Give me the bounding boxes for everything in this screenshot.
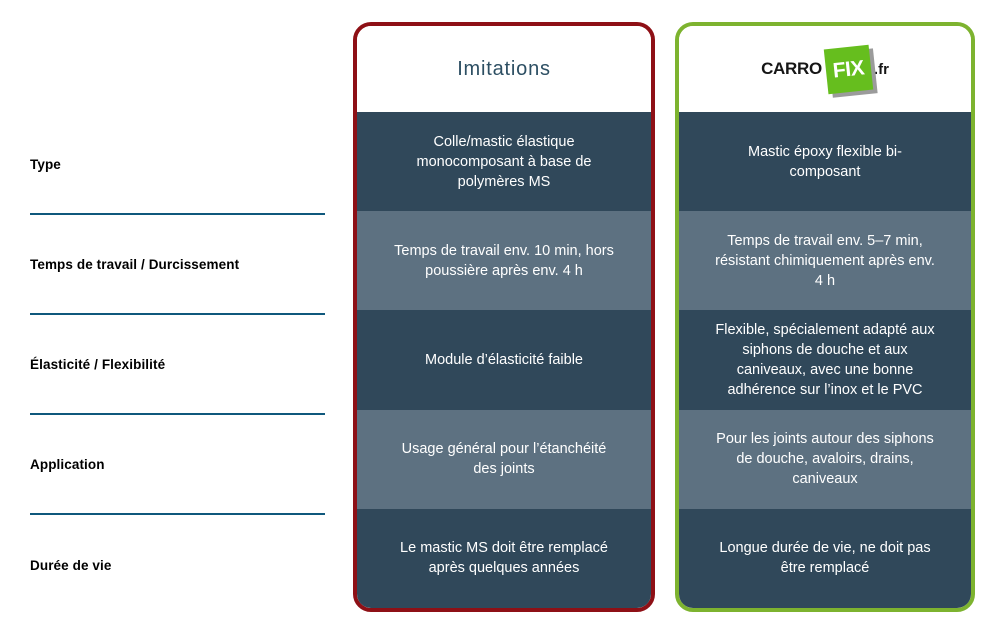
carrofix-cell-elasticite: Flexible, spécialement adapté aux siphon…	[679, 310, 971, 410]
row-label-type: Type	[30, 115, 325, 215]
carrofix-cell-temps: Temps de travail env. 5–7 min, résistant…	[679, 211, 971, 311]
row-label-elasticite: Élasticité / Flexibilité	[30, 315, 325, 415]
carrofix-card-header: CARRO FIX .fr	[679, 26, 971, 112]
imitations-cell-application: Usage général pour l’étanchéité des join…	[357, 409, 651, 509]
carrofix-cell-type: Mastic époxy flexible bi-composant	[679, 112, 971, 212]
imitations-card-header: Imitations	[357, 26, 651, 112]
row-label-text: Élasticité / Flexibilité	[30, 356, 166, 372]
imitations-cell-type: Colle/mastic élastique monocomposant à b…	[357, 112, 651, 212]
carrofix-cell-duree: Longue durée de vie, ne doit pas être re…	[679, 508, 971, 608]
row-label-text: Temps de travail / Durcissement	[30, 256, 240, 272]
imitations-cell-duree: Le mastic MS doit être remplacé après qu…	[357, 508, 651, 608]
row-label-column: Type Temps de travail / Durcissement Éla…	[30, 115, 325, 615]
row-label-text: Application	[30, 456, 105, 472]
row-label-text: Type	[30, 156, 61, 172]
row-label-duree-de-vie: Durée de vie	[30, 515, 325, 615]
imitations-card-title: Imitations	[457, 57, 551, 80]
carrofix-logo-fix-text: FIX	[831, 55, 866, 82]
imitations-cell-temps: Temps de travail env. 10 min, hors pouss…	[357, 211, 651, 311]
carrofix-logo-suffix: .fr	[873, 60, 889, 78]
imitations-card: Imitations Colle/mastic élastique monoco…	[353, 22, 655, 612]
row-label-text: Durée de vie	[30, 557, 112, 573]
carrofix-card: CARRO FIX .fr Mastic époxy flexible bi-c…	[675, 22, 975, 612]
row-label-application: Application	[30, 415, 325, 515]
imitations-cell-elasticite: Module d’élasticité faible	[357, 310, 651, 410]
carrofix-logo-prefix: CARRO	[761, 59, 822, 78]
row-label-temps-travail: Temps de travail / Durcissement	[30, 215, 325, 315]
carrofix-cell-application: Pour les joints autour des siphons de do…	[679, 409, 971, 509]
carrofix-logo-box: FIX	[823, 44, 874, 94]
